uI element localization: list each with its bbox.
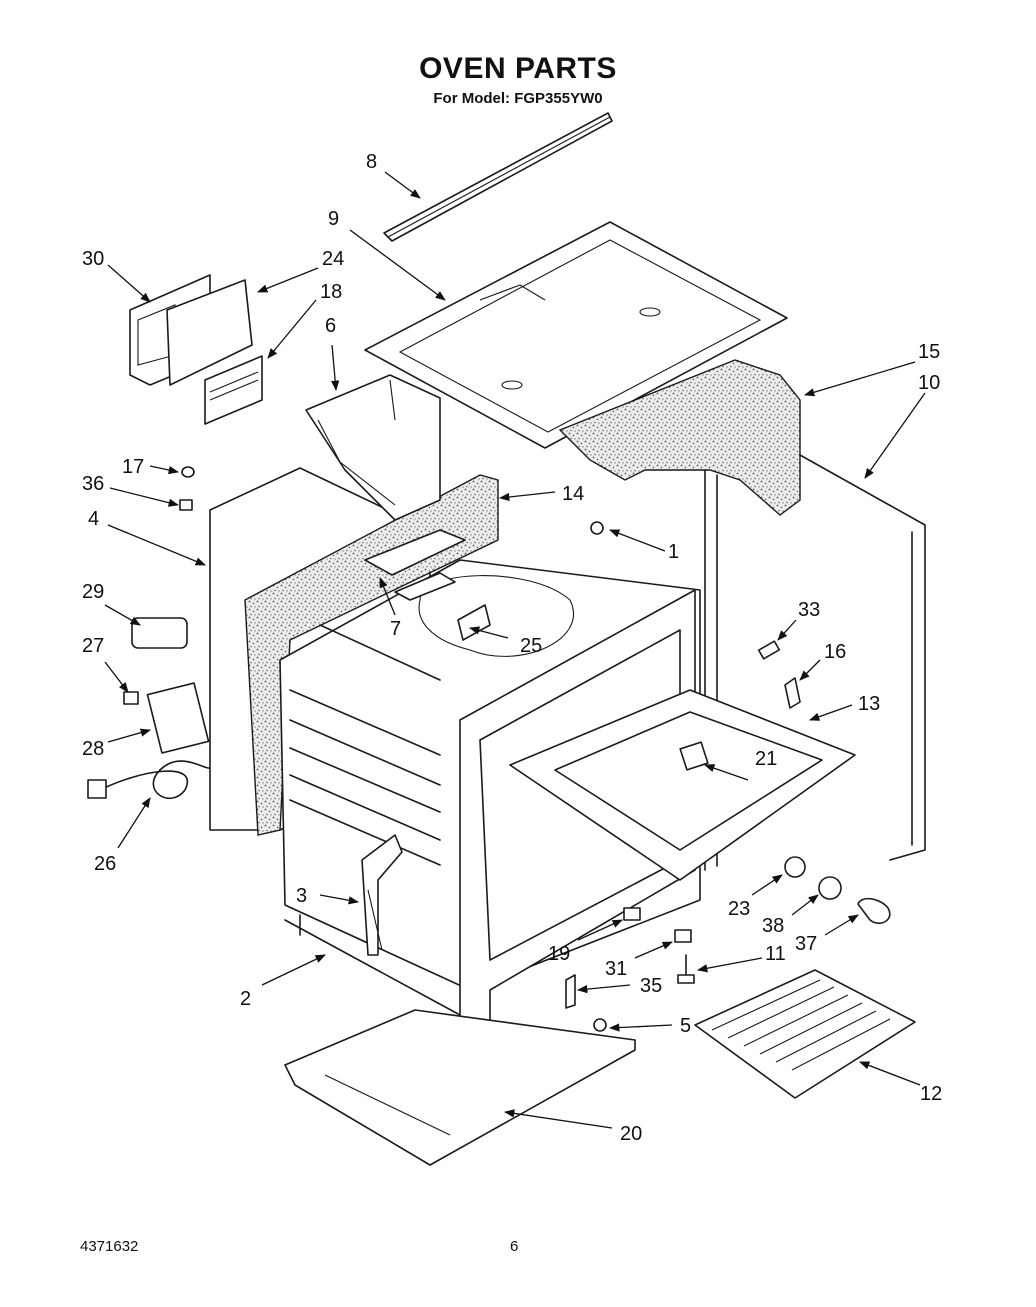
- part-1-screw: [590, 521, 604, 535]
- part-24-mount-plate: [166, 279, 253, 386]
- part-37-bulb: [857, 897, 891, 924]
- callout-26: 26: [94, 853, 116, 875]
- part-21-label: [679, 741, 709, 771]
- part-14-side-insulation: [244, 474, 499, 836]
- part-6-vent-duct: [305, 374, 441, 521]
- part-19-bracket: [623, 907, 641, 921]
- part-33-fitting: [757, 640, 781, 660]
- callout-2: 2: [240, 988, 251, 1010]
- part-31-fitting: [674, 929, 692, 943]
- callout-33: 33: [798, 599, 820, 621]
- callout-23: 23: [728, 898, 750, 920]
- callout-7: 7: [390, 618, 401, 640]
- part-16-clip: [784, 677, 801, 709]
- callout-29: 29: [82, 581, 104, 603]
- part-20-storage-panel: [284, 1009, 636, 1166]
- callout-27: 27: [82, 635, 104, 657]
- callout-16: 16: [824, 641, 846, 663]
- part-13-bottom-pan: [509, 689, 856, 881]
- document-number: 4371632: [80, 1238, 139, 1255]
- callout-35: 35: [640, 975, 662, 997]
- part-23-knob: [784, 856, 806, 878]
- part-36-bracket: [179, 499, 193, 511]
- callout-leaders: [104, 171, 926, 1129]
- callout-36: 36: [82, 473, 104, 495]
- callout-8: 8: [366, 151, 377, 173]
- callout-24: 24: [322, 248, 344, 270]
- model-subtitle: For Model: FGP355YW0: [433, 90, 603, 107]
- callout-28: 28: [82, 738, 104, 760]
- callout-21: 21: [755, 748, 777, 770]
- callout-20: 20: [620, 1123, 642, 1145]
- part-26-power-cord: [87, 760, 211, 800]
- part-15-top-insulation: [558, 359, 801, 516]
- callout-17: 17: [122, 456, 144, 478]
- callout-30: 30: [82, 248, 104, 270]
- part-9-top-frame: [364, 221, 788, 449]
- part-8-top-strip: [383, 112, 613, 242]
- part-3-door-hinge: [361, 834, 403, 956]
- callout-38: 38: [762, 915, 784, 937]
- callout-12: 12: [920, 1083, 942, 1105]
- callout-13: 13: [858, 693, 880, 715]
- callout-1: 1: [668, 541, 679, 563]
- page-title: OVEN PARTS: [419, 52, 617, 85]
- callout-15: 15: [918, 341, 940, 363]
- part-27-fastener: [123, 691, 139, 705]
- part-35-bracket: [565, 974, 576, 1009]
- part-17-clip: [181, 466, 195, 478]
- callout-25: 25: [520, 635, 542, 657]
- callout-19: 19: [548, 943, 570, 965]
- callout-9: 9: [328, 208, 339, 230]
- callout-5: 5: [680, 1015, 691, 1037]
- callout-18: 18: [320, 281, 342, 303]
- callout-31: 31: [605, 958, 627, 980]
- callout-4: 4: [88, 508, 99, 530]
- callout-14: 14: [562, 483, 584, 505]
- part-5-screw: [593, 1018, 607, 1032]
- part-11-leveling-leg: [677, 954, 695, 984]
- part-25-burner-plate: [418, 575, 574, 657]
- callout-11: 11: [765, 943, 786, 965]
- part-7-baffle: [364, 529, 466, 601]
- callout-10: 10: [918, 372, 940, 394]
- callout-6: 6: [325, 315, 336, 337]
- callout-37: 37: [795, 933, 817, 955]
- part-28-pad: [146, 682, 210, 754]
- part-18-grille: [204, 355, 263, 425]
- callout-3: 3: [296, 885, 307, 907]
- part-38-socket: [818, 876, 842, 900]
- part-29-cover: [131, 617, 188, 649]
- page-number: 6: [510, 1238, 519, 1255]
- part-12-oven-rack: [694, 969, 916, 1099]
- part-2-bottom-cover: [284, 914, 461, 1016]
